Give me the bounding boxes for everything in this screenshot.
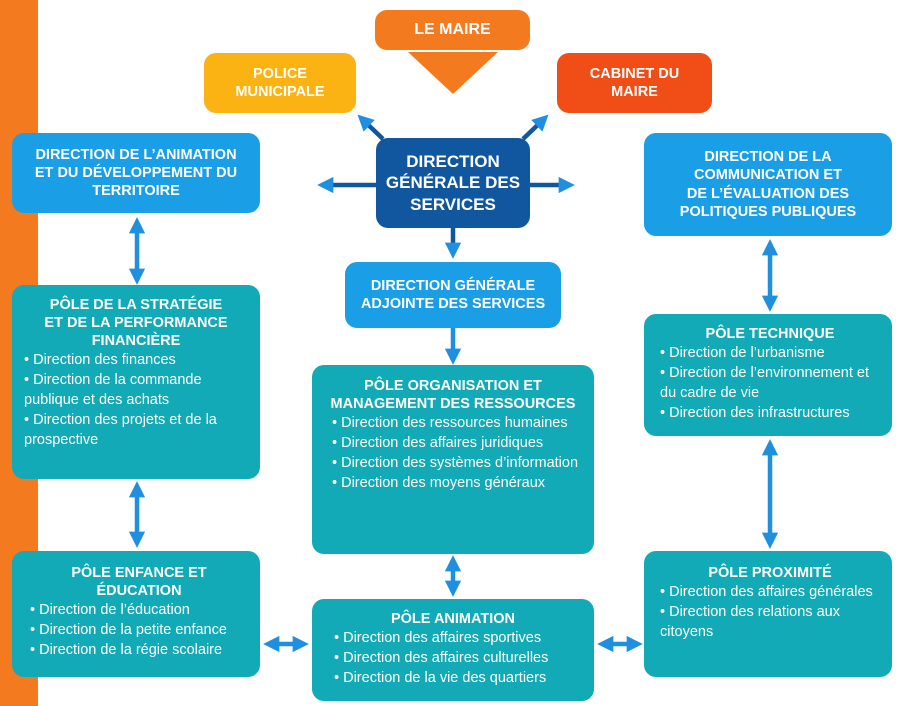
cabinet-du-maire-box: CABINET DU MAIRE — [557, 53, 712, 113]
direction-animation-developpement-box: DIRECTION DE L’ANIMATION ET DU DÉVELOPPE… — [12, 133, 260, 213]
list-item: • Direction de la commande publique et d… — [24, 372, 202, 409]
pole-animation-list: • Direction des affaires sportives • Dir… — [334, 628, 584, 688]
list-item: • Direction de la vie des quartiers — [334, 670, 547, 687]
list-item: • Direction des affaires générales — [660, 584, 873, 601]
list-item: • Direction de l’environnement et du cad… — [660, 365, 869, 402]
direction-communication-evaluation-box: DIRECTION DE LA COMMUNICATION ET DE L’ÉV… — [644, 133, 892, 236]
direction-generale-adjointe-box: DIRECTION GÉNÉRALE ADJOINTE DES SERVICES — [345, 262, 561, 328]
list-item: • Direction de la régie scolaire — [30, 642, 223, 659]
le-maire-box: LE MAIRE — [375, 10, 530, 50]
pole-organisation-management-box: PÔLE ORGANISATION ET MANAGEMENT DES RESS… — [312, 365, 594, 554]
list-item: • Direction des affaires juridiques — [332, 435, 544, 452]
pole-strategie-list: • Direction des finances • Direction de … — [24, 350, 248, 450]
list-item: • Direction des systèmes d’information — [332, 455, 579, 472]
police-municipale-box: POLICE MUNICIPALE — [204, 53, 356, 113]
list-item: • Direction de la petite enfance — [30, 622, 227, 639]
list-item: • Direction des affaires sportives — [334, 630, 542, 647]
list-item: • Direction des ressources humaines — [332, 415, 568, 432]
pole-organisation-title: PÔLE ORGANISATION ET MANAGEMENT DES RESS… — [330, 378, 576, 413]
maire-down-triangle — [408, 52, 498, 94]
pole-proximite-box: PÔLE PROXIMITÉ • Direction des affaires … — [644, 551, 892, 677]
arrow-dgs-to-cabinet — [521, 114, 549, 141]
direction-generale-des-services-box: DIRECTION GÉNÉRALE DES SERVICES — [376, 138, 530, 228]
pole-strategie-title: PÔLE DE LA STRATÉGIE ET DE LA PERFORMANC… — [44, 297, 228, 350]
list-item: • Direction de l’urbanisme — [660, 345, 825, 362]
pole-enfance-education-box: PÔLE ENFANCE ET ÉDUCATION • Direction de… — [12, 551, 260, 677]
list-item: • Direction de l’éducation — [30, 602, 190, 619]
pole-technique-list: • Direction de l’urbanisme • Direction d… — [660, 343, 880, 423]
pole-technique-box: PÔLE TECHNIQUE • Direction de l’urbanism… — [644, 314, 892, 436]
list-item: • Direction des affaires culturelles — [334, 650, 549, 667]
list-item: • Direction des moyens généraux — [332, 475, 546, 492]
pole-animation-box: PÔLE ANIMATION • Direction des affaires … — [312, 599, 594, 701]
list-item: • Direction des relations aux citoyens — [660, 604, 840, 641]
pole-enfance-title: PÔLE ENFANCE ET ÉDUCATION — [71, 565, 207, 600]
pole-proximite-list: • Direction des affaires générales • Dir… — [660, 582, 880, 642]
list-item: • Direction des projets et de la prospec… — [24, 412, 217, 449]
pole-animation-title: PÔLE ANIMATION — [390, 611, 516, 627]
list-item: • Direction des infrastructures — [660, 405, 850, 422]
pole-proximite-title: PÔLE PROXIMITÉ — [708, 565, 832, 581]
list-item: • Direction des finances — [24, 352, 176, 369]
pole-technique-title: PÔLE TECHNIQUE — [705, 326, 835, 342]
pole-enfance-list: • Direction de l’éducation • Direction d… — [30, 600, 248, 660]
pole-strategie-performance-box: PÔLE DE LA STRATÉGIE ET DE LA PERFORMANC… — [12, 285, 260, 479]
arrow-dgs-to-police — [357, 114, 385, 141]
pole-organisation-list: • Direction des ressources humaines • Di… — [332, 413, 584, 493]
